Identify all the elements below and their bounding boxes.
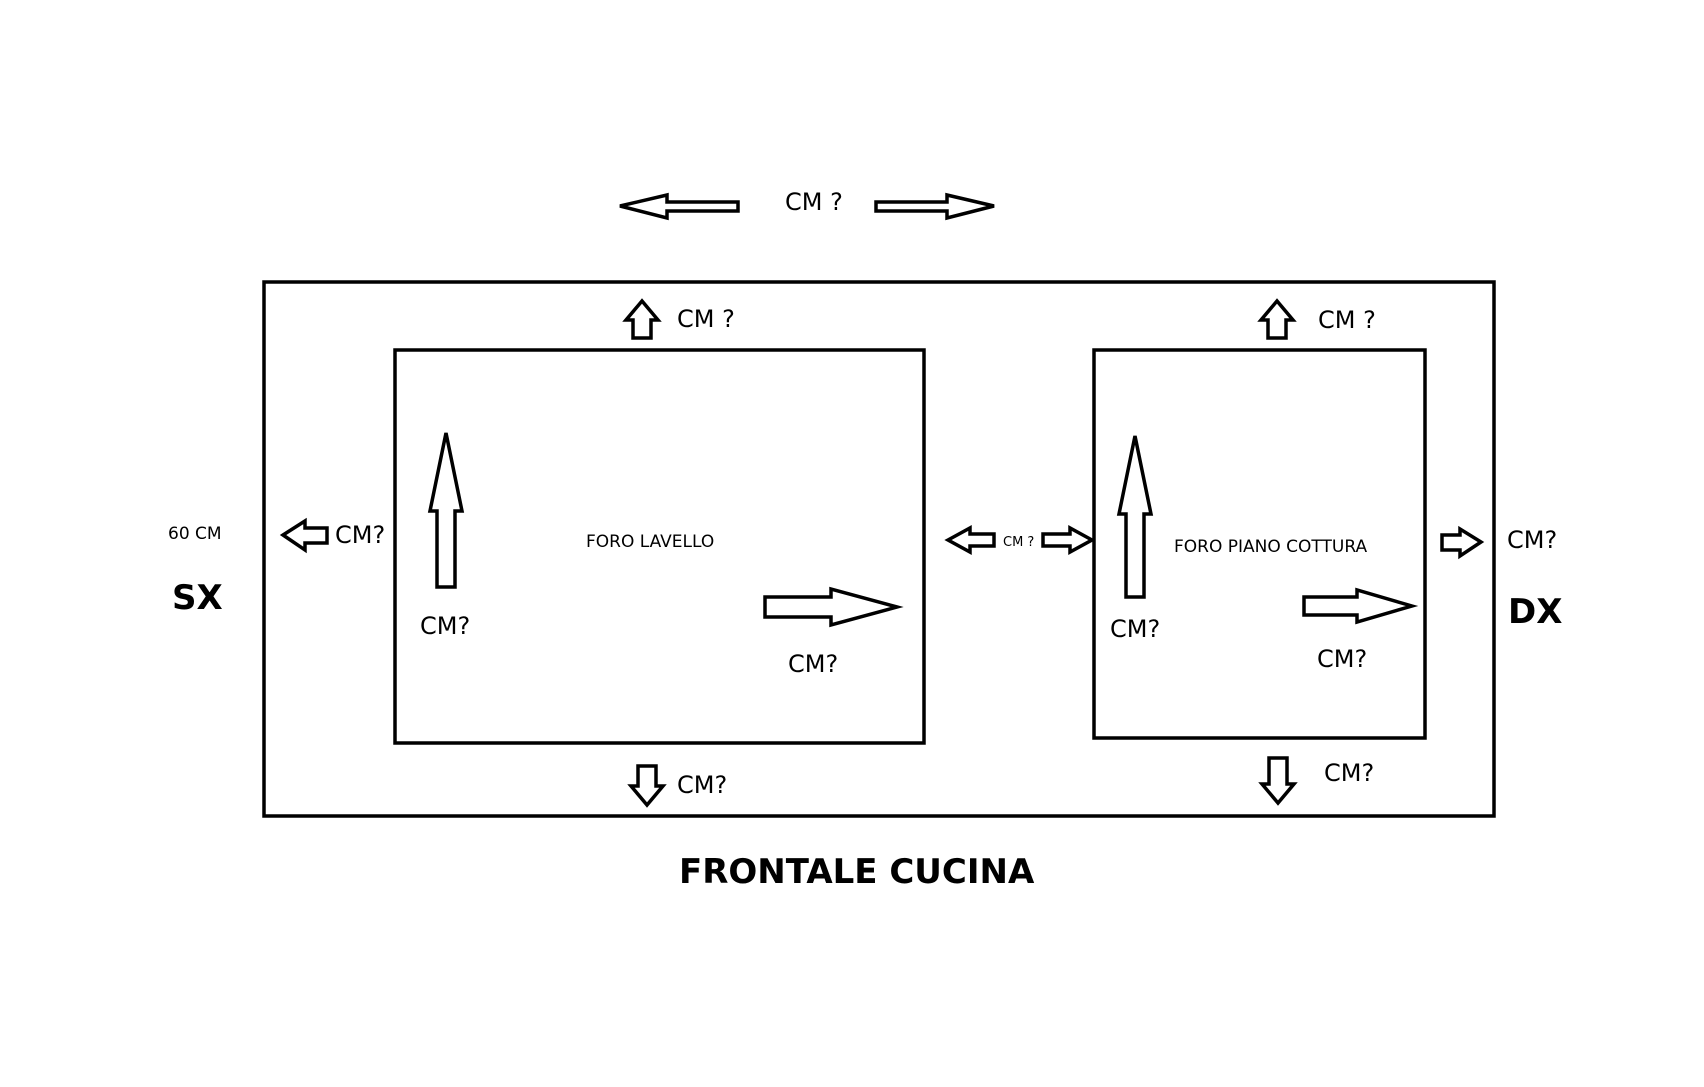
diagram-title: FRONTALE CUCINA [679,852,1035,892]
sink-height-label: CM? [420,612,470,640]
left-depth-label: 60 CM [168,524,222,544]
sink-top-gap-label: CM ? [677,305,735,333]
overall-width-left-arrow [619,192,740,221]
hob-right-gap-arrow-icon [1440,525,1485,560]
sink-left-gap-label: CM? [335,521,385,549]
hob-right-gap-label: CM? [1507,526,1557,554]
left-side-label: SX [172,578,223,618]
between-gap-right-arrow-icon [1041,525,1096,555]
hob-height-label: CM? [1110,615,1160,643]
sink-bottom-gap-arrow-icon [627,764,667,808]
hob-height-arrow-icon [1116,435,1154,599]
hob-hole [1092,348,1427,740]
sink-bottom-gap-label: CM? [677,771,727,799]
sink-left-gap-arrow-icon [279,517,329,554]
overall-width-label: CM ? [785,188,843,216]
sink-top-gap-arrow-icon [622,298,662,340]
hob-bottom-gap-label: CM? [1324,759,1374,787]
hob-width-label: CM? [1317,645,1367,673]
sink-hole [393,348,926,745]
sink-width-arrow-icon [763,586,904,628]
hob-top-gap-label: CM ? [1318,306,1376,334]
hob-width-arrow-icon [1302,587,1419,625]
between-gap-label: CM ? [1003,535,1034,550]
right-side-label: DX [1508,592,1562,632]
sink-label: FORO LAVELLO [586,532,714,552]
overall-width-right-arrow [874,192,995,221]
sink-height-arrow-icon [427,432,465,589]
countertop-outline [262,280,1496,818]
sink-width-label: CM? [788,650,838,678]
between-gap-left-arrow-icon [944,525,996,555]
hob-top-gap-arrow-icon [1257,298,1297,340]
hob-bottom-gap-arrow-icon [1258,756,1298,806]
hob-label: FORO PIANO COTTURA [1174,537,1367,557]
